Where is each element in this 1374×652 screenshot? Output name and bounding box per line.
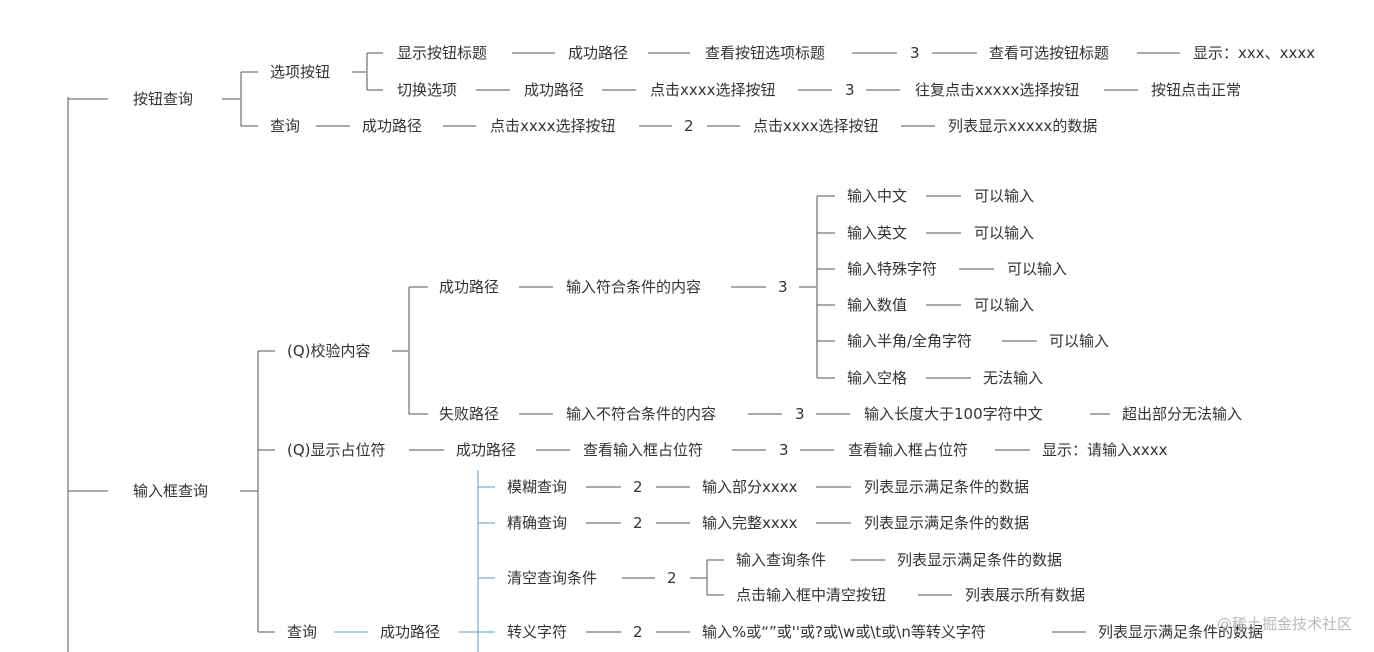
node-r2-num: 3 xyxy=(845,81,855,99)
watermark: @稀土掘金技术社区 xyxy=(1216,615,1352,633)
node-query: 查询 xyxy=(270,117,301,135)
node-fuzzy-input: 输入部分xxxx xyxy=(702,478,798,496)
node-r2-repeat: 往复点击xxxxx选择按钮 xyxy=(915,81,1080,99)
node-validate: (Q)校验内容 xyxy=(287,342,371,360)
node-placeholder: (Q)显示占位符 xyxy=(287,441,386,459)
node-clear-btn-r: 列表展示所有数据 xyxy=(965,586,1086,604)
node-v-success: 成功路径 xyxy=(439,278,500,296)
node-fuzzy: 模糊查询 xyxy=(507,478,568,496)
node-c-num-r: 可以输入 xyxy=(974,296,1035,314)
node-escape-num: 2 xyxy=(633,623,643,641)
node-r1-num: 3 xyxy=(910,44,920,62)
node-exact: 精确查询 xyxy=(507,514,568,532)
node-exact-input: 输入完整xxxx xyxy=(702,514,798,532)
node-switch-opt: 切换选项 xyxy=(397,81,458,99)
node-r3-click2: 点击xxxx选择按钮 xyxy=(753,117,879,135)
node-v-long: 输入长度大于100字符中文 xyxy=(864,405,1043,423)
node-p-result: 显示：请输入xxxx xyxy=(1042,441,1168,459)
node-p-num: 3 xyxy=(779,441,789,459)
node-exact-num: 2 xyxy=(633,514,643,532)
node-clear-btn: 点击输入框中清空按钮 xyxy=(736,586,887,604)
node-clear-in: 输入查询条件 xyxy=(736,551,827,569)
node-r3-path: 成功路径 xyxy=(362,117,423,135)
node-q-query: 查询 xyxy=(287,623,318,641)
node-c-cn: 输入中文 xyxy=(847,187,908,205)
node-show-title: 显示按钮标题 xyxy=(397,44,488,62)
node-r3-click: 点击xxxx选择按钮 xyxy=(490,117,616,135)
node-v-fail: 失败路径 xyxy=(439,405,500,423)
node-r1-result: 显示：xxx、xxxx xyxy=(1193,44,1316,62)
node-r2-path: 成功路径 xyxy=(524,81,585,99)
node-c-space-r: 无法输入 xyxy=(983,369,1044,387)
node-c-sp: 输入特殊字符 xyxy=(847,260,938,278)
node-p-check2: 查看输入框占位符 xyxy=(848,441,969,459)
node-r3-num: 2 xyxy=(684,117,694,135)
node-r1-check: 查看按钮选项标题 xyxy=(705,44,826,62)
node-clear-num: 2 xyxy=(667,569,677,587)
node-p-check: 查看输入框占位符 xyxy=(583,441,704,459)
node-q-path: 成功路径 xyxy=(380,623,441,641)
node-r3-result: 列表显示xxxxx的数据 xyxy=(948,117,1098,135)
node-r2-result: 按钮点击正常 xyxy=(1151,81,1242,99)
node-r1-check2: 查看可选按钮标题 xyxy=(989,44,1110,62)
node-c-en: 输入英文 xyxy=(847,224,908,242)
node-v-long-r: 超出部分无法输入 xyxy=(1122,405,1243,423)
node-r2-click: 点击xxxx选择按钮 xyxy=(650,81,776,99)
node-exact-r: 列表显示满足条件的数据 xyxy=(864,514,1030,532)
node-v-input-bad: 输入不符合条件的内容 xyxy=(566,405,717,423)
node-escape-r: 列表显示满足条件的数据 xyxy=(1098,623,1264,641)
node-c-space: 输入空格 xyxy=(847,369,908,387)
node-v-fail-num: 3 xyxy=(795,405,805,423)
node-fuzzy-num: 2 xyxy=(633,478,643,496)
node-input-query: 输入框查询 xyxy=(133,482,209,500)
node-escape: 转义字符 xyxy=(507,623,568,641)
node-c-sp-r: 可以输入 xyxy=(1007,260,1068,278)
node-fuzzy-r: 列表显示满足条件的数据 xyxy=(864,478,1030,496)
node-c-en-r: 可以输入 xyxy=(974,224,1035,242)
node-c-cn-r: 可以输入 xyxy=(974,187,1035,205)
node-v-num: 3 xyxy=(778,278,788,296)
node-c-half-r: 可以输入 xyxy=(1049,332,1110,350)
node-p-path: 成功路径 xyxy=(456,441,517,459)
node-option-btn: 选项按钮 xyxy=(270,63,331,81)
node-clear: 清空查询条件 xyxy=(507,569,598,587)
node-c-num: 输入数值 xyxy=(847,296,908,314)
node-escape-input: 输入%或“”或''或?或\w或\t或\n等转义字符 xyxy=(702,623,986,641)
node-r1-path: 成功路径 xyxy=(568,44,629,62)
node-clear-in-r: 列表显示满足条件的数据 xyxy=(897,551,1063,569)
node-b-query: 按钮查询 xyxy=(133,90,194,108)
node-v-input-ok: 输入符合条件的内容 xyxy=(566,278,702,296)
node-c-half: 输入半角/全角字符 xyxy=(847,332,973,350)
